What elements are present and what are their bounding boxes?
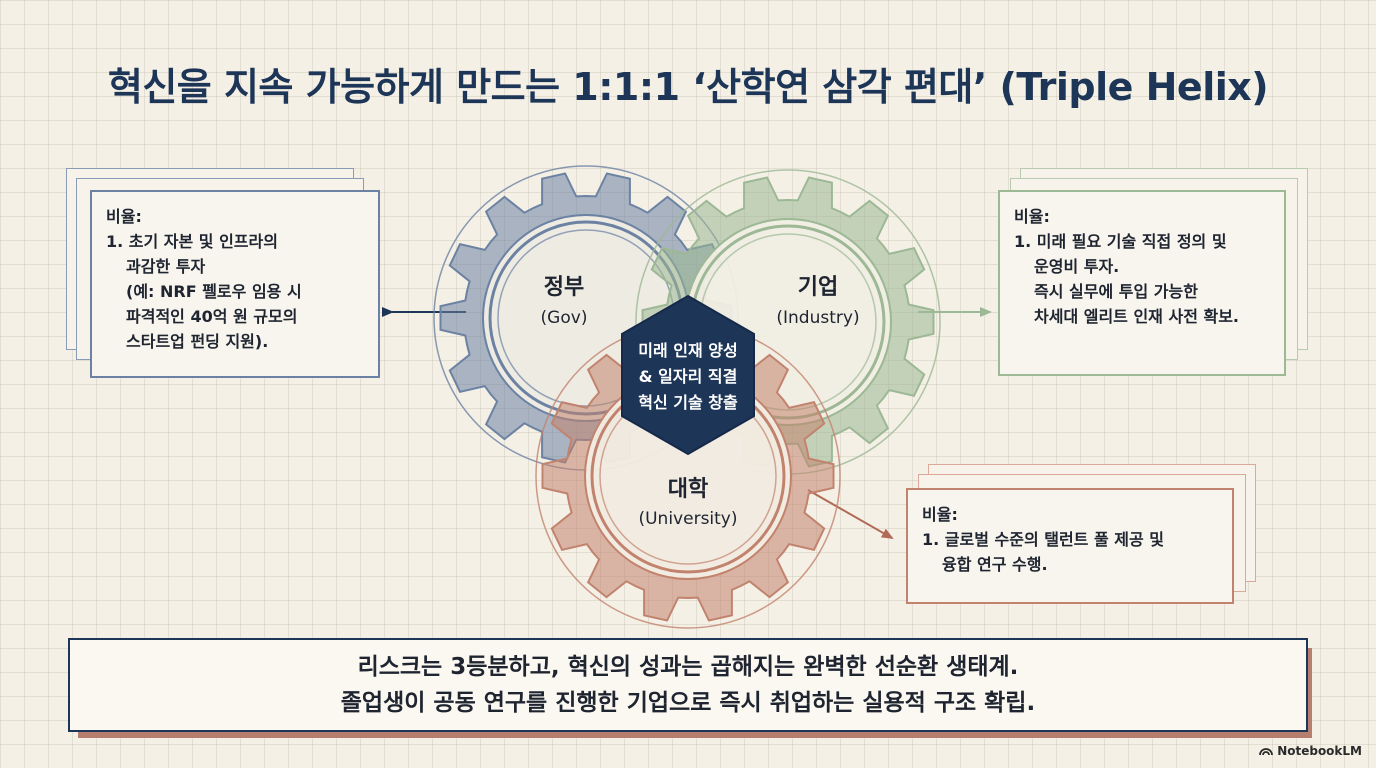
gov-label: 정부 — [544, 275, 584, 300]
university-arrow — [807, 489, 894, 539]
gov-sublabel: (Gov) — [541, 308, 588, 328]
industry-box-line-2: 운영비 투자. — [1034, 257, 1120, 276]
gov-ratio-box: 비율: 1. 초기 자본 및 인프라의 과감한 투자 (예: NRF 펠로우 임… — [66, 168, 380, 378]
industry-label: 기업 — [798, 275, 838, 300]
gov-box-line-4: 파격적인 40억 원 규모의 — [126, 307, 298, 326]
gov-box-line-1: 1. 초기 자본 및 인프라의 — [106, 232, 278, 251]
gov-box-line-3: (예: NRF 펠로우 임용 시 — [126, 282, 302, 301]
university-sublabel: (University) — [638, 509, 737, 529]
center-hexagon — [621, 294, 755, 456]
center-line-2: & 일자리 직결 — [639, 367, 738, 386]
university-label: 대학 — [668, 477, 708, 502]
university-box-line-1: 1. 글로벌 수준의 탤런트 풀 제공 및 — [922, 530, 1164, 549]
university-ratio-box: 비율: 1. 글로벌 수준의 탤런트 풀 제공 및 융합 연구 수행. — [904, 464, 1258, 606]
brand-watermark: NotebookLM — [1259, 744, 1362, 758]
summary-line-1: 리스크는 3등분하고, 혁신의 성과는 곱해지는 완벽한 선순환 생태계. — [357, 654, 1019, 680]
industry-sublabel: (Industry) — [776, 308, 859, 328]
page-title: 혁신을 지속 가능하게 만드는 1:1:1 ‘산학연 삼각 편대’ (Tripl… — [107, 65, 1269, 109]
industry-box-heading: 비율: — [1014, 207, 1050, 226]
industry-box-line-1: 1. 미래 필요 기술 직접 정의 및 — [1014, 232, 1227, 251]
industry-ratio-box: 비율: 1. 미래 필요 기술 직접 정의 및 운영비 투자. 즉시 실무에 투… — [996, 168, 1308, 378]
industry-box-line-3: 즉시 실무에 투입 가능한 — [1034, 282, 1198, 301]
gov-box-heading: 비율: — [106, 207, 142, 226]
center-line-3: 혁신 기술 창출 — [638, 393, 738, 412]
summary-line-2: 졸업생이 공동 연구를 진행한 기업으로 즉시 취업하는 실용적 구조 확립. — [340, 690, 1036, 716]
center-line-1: 미래 인재 양성 — [638, 341, 737, 360]
university-box-heading: 비율: — [922, 505, 958, 524]
brand-label: NotebookLM — [1277, 744, 1362, 758]
notebooklm-logo-icon — [1259, 748, 1274, 756]
industry-box-line-4: 차세대 엘리트 인재 사전 확보. — [1034, 307, 1239, 326]
gov-box-line-2: 과감한 투자 — [126, 257, 206, 276]
summary-box: 리스크는 3등분하고, 혁신의 성과는 곱해지는 완벽한 선순환 생태계. 졸업… — [68, 638, 1308, 732]
gov-box-line-5: 스타트업 펀딩 지원). — [126, 332, 269, 351]
university-box-line-2: 융합 연구 수행. — [942, 555, 1048, 574]
